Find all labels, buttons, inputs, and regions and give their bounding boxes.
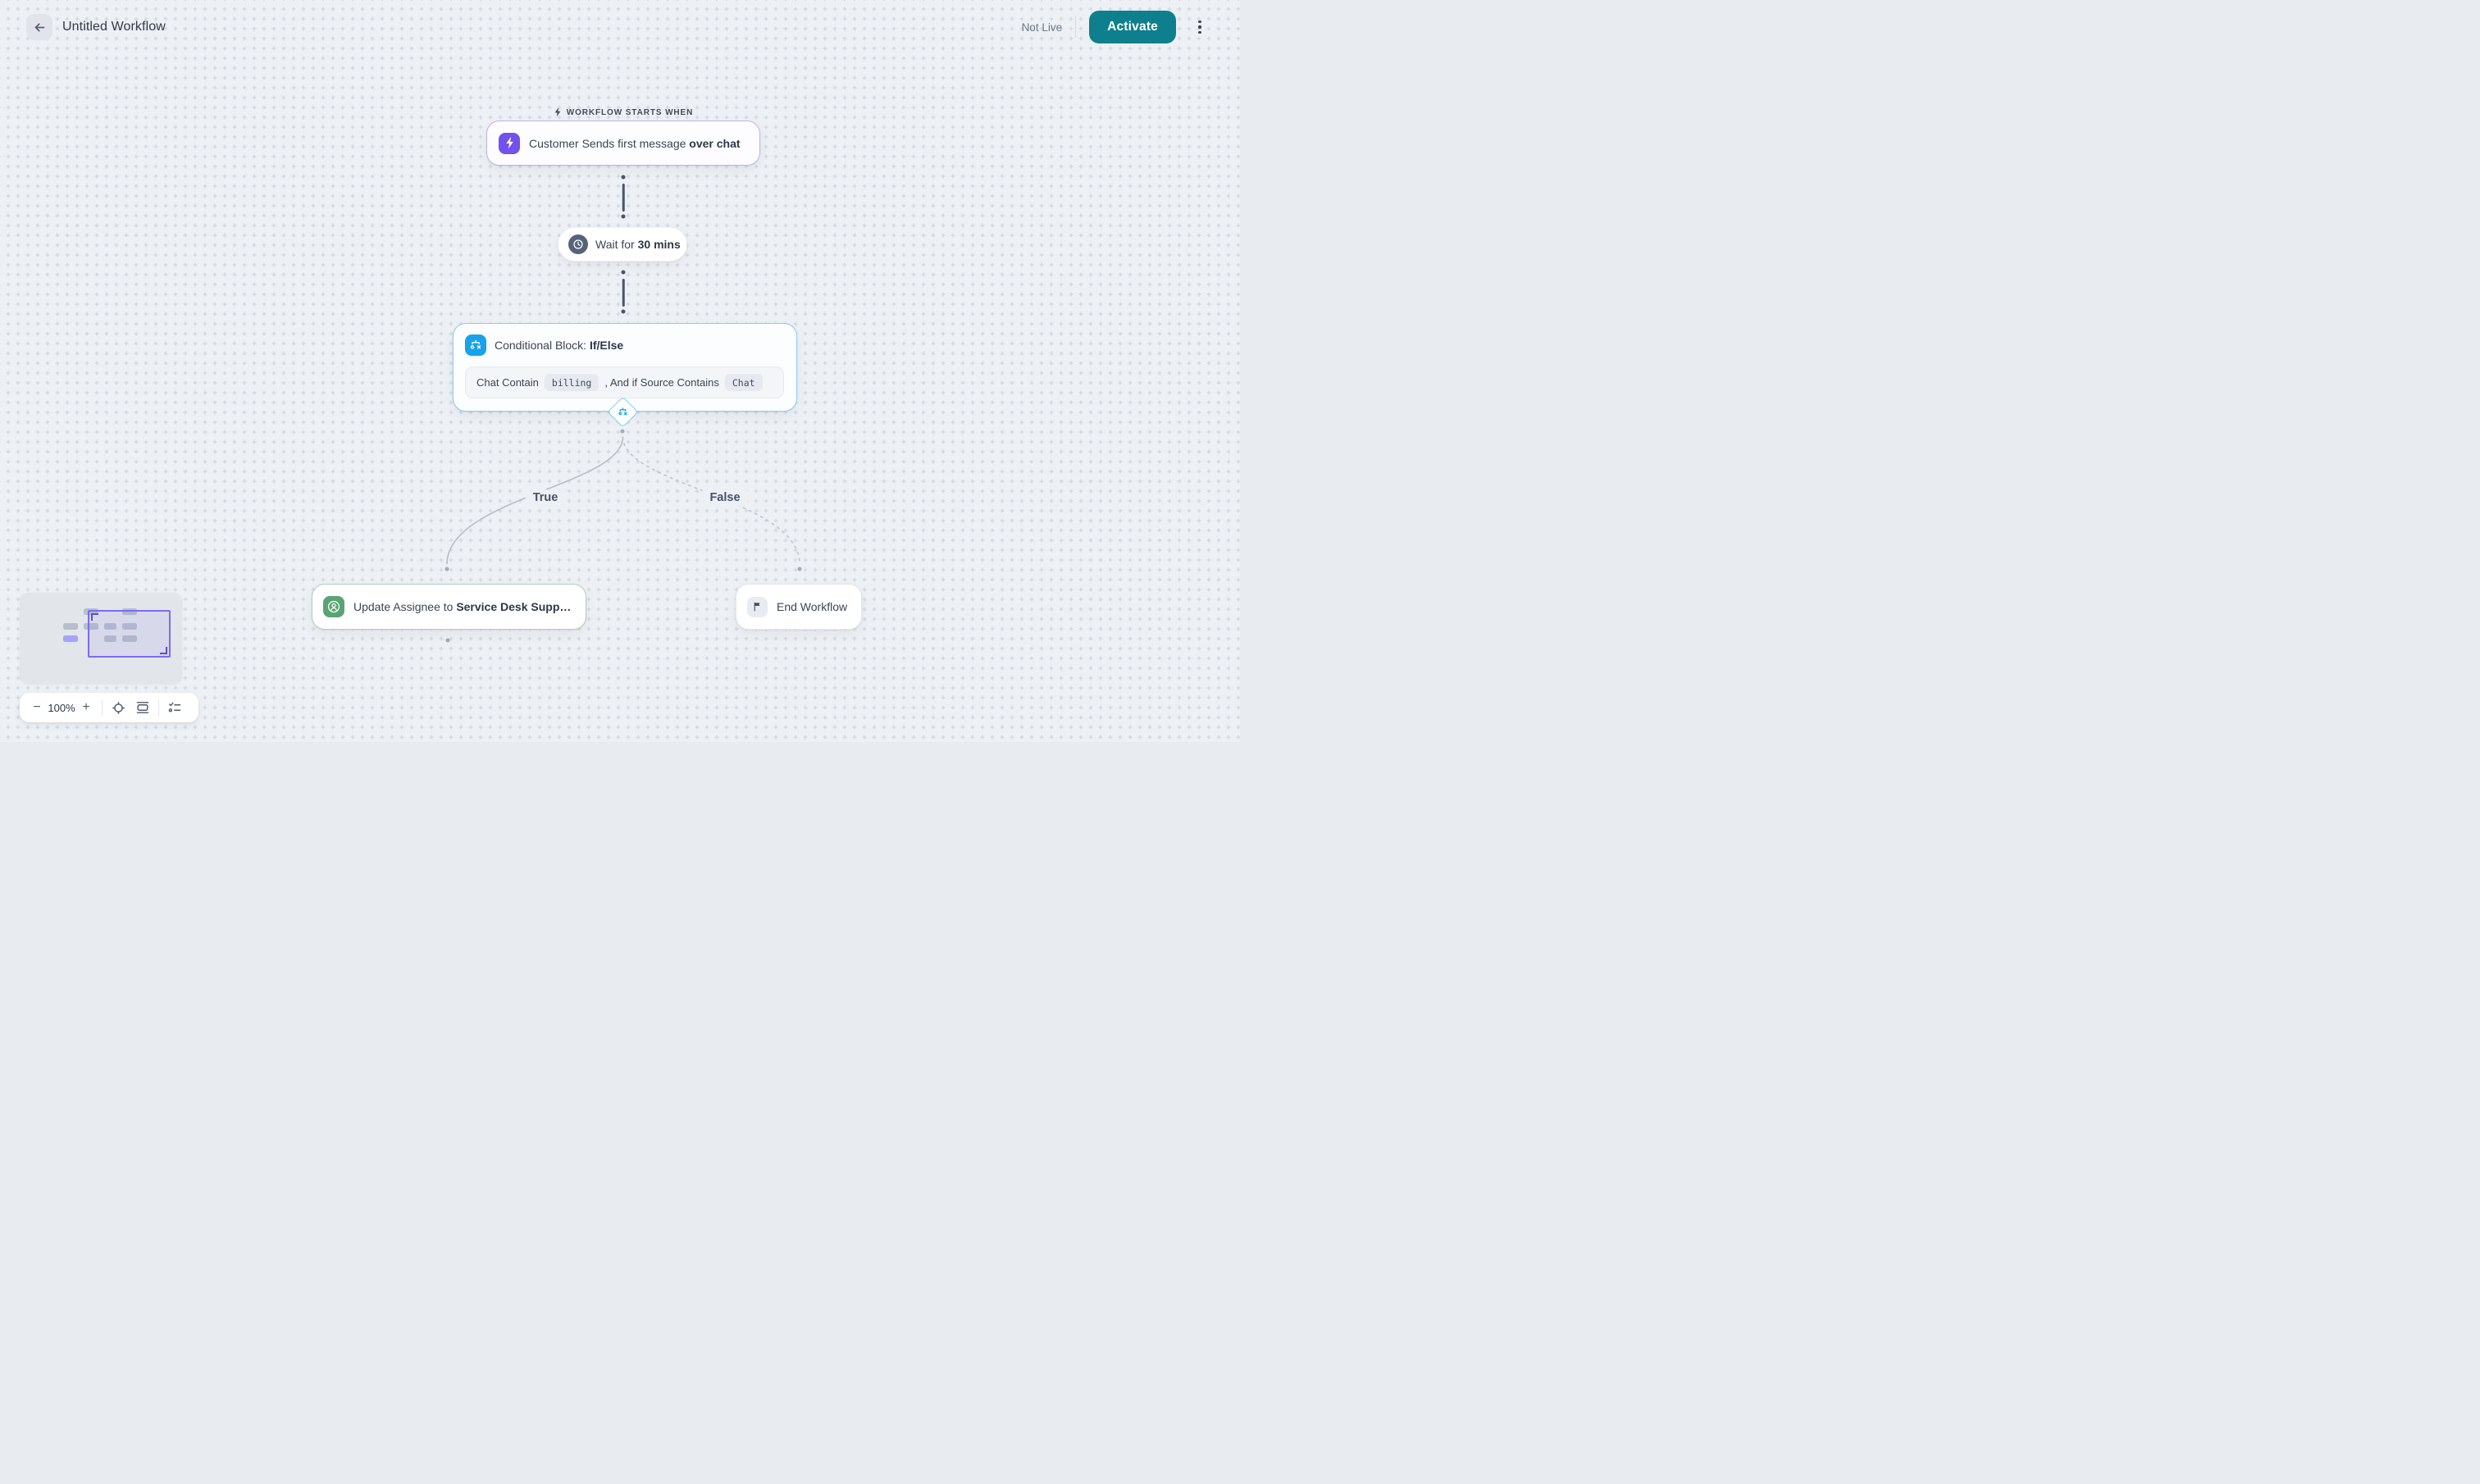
edge-dot: [445, 638, 450, 643]
update-assignee-node[interactable]: Update Assignee to Service Desk Supp…: [312, 584, 586, 630]
edge-dot: [621, 214, 626, 219]
end-workflow-node[interactable]: End Workflow: [736, 584, 862, 630]
flag-icon: [747, 596, 768, 617]
minimap-node: [84, 623, 98, 630]
minimap-viewport-corner: [91, 613, 98, 621]
minimap-node: [104, 635, 116, 642]
minimap-node: [122, 623, 137, 630]
back-button[interactable]: [26, 14, 52, 40]
wait-node[interactable]: Wait for 30 mins: [558, 227, 687, 262]
minimap-viewport-corner: [160, 647, 167, 654]
checklist-button[interactable]: [166, 699, 184, 717]
more-options-button[interactable]: [1189, 14, 1210, 40]
minimap-node: [63, 623, 78, 630]
edge-dot: [620, 429, 625, 434]
minimap-node: [122, 635, 137, 642]
condition-summary[interactable]: Chat Contain billing , And if Source Con…: [465, 366, 784, 398]
checklist-icon: [168, 702, 181, 712]
fit-view-icon: [136, 702, 149, 713]
header-actions: Not Live Activate: [1022, 11, 1210, 43]
edge-dot: [621, 270, 626, 275]
status-badge: Not Live: [1021, 20, 1063, 34]
minimap-node: [84, 608, 98, 615]
controls-divider: [102, 699, 103, 716]
activate-button[interactable]: Activate: [1089, 11, 1176, 43]
minimap-node: [122, 608, 137, 615]
edge-line: [622, 279, 625, 307]
assignee-avatar-icon: [323, 596, 344, 617]
page-title: Untitled Workflow: [62, 20, 166, 34]
minimap-viewport[interactable]: [88, 610, 171, 658]
edge-dot: [621, 309, 626, 314]
true-branch-label: True: [525, 489, 566, 506]
edge-dot: [444, 567, 449, 571]
wait-node-label: Wait for 30 mins: [595, 238, 681, 251]
zoom-out-button[interactable]: −: [28, 699, 46, 717]
minimap-node-highlight: [63, 635, 78, 642]
false-branch-label: False: [702, 489, 748, 506]
condition-source-chip: Chat: [724, 374, 763, 391]
trigger-lightning-icon: [499, 132, 520, 154]
lightning-icon: [554, 107, 561, 117]
trigger-node-label: Customer Sends first message over chat: [529, 136, 741, 150]
conditional-header: Conditional Block: If/Else: [465, 335, 784, 356]
minimap[interactable]: [20, 593, 182, 684]
zoom-in-button[interactable]: +: [77, 699, 95, 717]
crosshair-icon: [112, 701, 125, 714]
minimap-node: [104, 623, 116, 630]
branch-diamond-handle[interactable]: [607, 396, 639, 428]
clock-icon: [568, 234, 588, 254]
trigger-node[interactable]: Customer Sends first message over chat: [486, 121, 760, 166]
header-divider: [1075, 16, 1077, 38]
update-assignee-label: Update Assignee to Service Desk Supp…: [353, 600, 572, 613]
workflow-editor: Untitled Workflow Not Live Activate WORK…: [0, 0, 1240, 742]
center-view-button[interactable]: [109, 699, 127, 717]
fit-view-button[interactable]: [134, 699, 152, 717]
arrow-left-icon: [34, 22, 44, 32]
conditional-node-label: Conditional Block: If/Else: [495, 339, 624, 352]
edge-line: [622, 184, 625, 212]
condition-prefix: Chat Contain: [476, 376, 539, 389]
zoom-level: 100%: [48, 701, 75, 714]
header: Untitled Workflow Not Live Activate: [0, 0, 1240, 54]
workflow-starts-label: WORKFLOW STARTS WHEN: [541, 107, 705, 117]
controls-divider: [158, 699, 159, 716]
canvas-controls: − 100% +: [20, 693, 198, 722]
end-workflow-label: End Workflow: [777, 600, 848, 613]
edge-dot: [621, 175, 626, 180]
condition-value-chip: billing: [544, 374, 599, 391]
edge-dot: [797, 567, 802, 571]
branch-icon: [465, 335, 486, 356]
condition-middle: , And if Source Contains: [604, 376, 719, 389]
conditional-node[interactable]: Conditional Block: If/Else Chat Contain …: [453, 323, 797, 412]
